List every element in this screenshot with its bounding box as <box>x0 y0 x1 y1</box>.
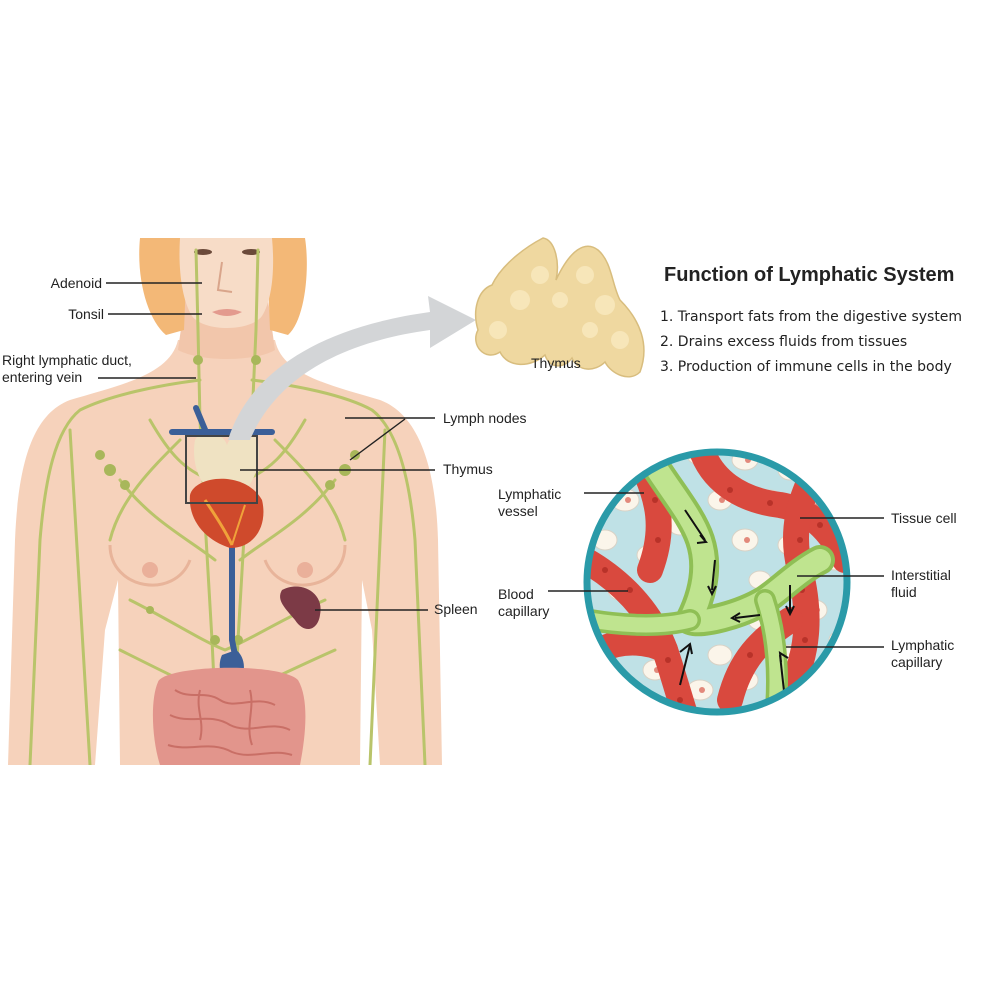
right-eye <box>242 249 260 255</box>
thymus-label: Thymus <box>443 461 493 477</box>
lymphatic-capillary-line-2: capillary <box>891 654 943 670</box>
lymph-nodes-label: Lymph nodes <box>443 410 527 426</box>
lymphatic-capillary-label: Lymphatic capillary <box>891 637 954 671</box>
interstitial-fluid-line-2: fluid <box>891 584 917 600</box>
right-lymphatic-duct-label: Right lymphatic duct, entering vein <box>2 352 132 386</box>
right-lymphatic-duct-line-2: entering vein <box>2 369 83 385</box>
function-item-2: 2. Drains excess fluids from tissues <box>660 334 908 350</box>
torso <box>8 340 442 765</box>
breast-right <box>263 544 347 587</box>
tissue-cell-label: Tissue cell <box>891 510 957 526</box>
human-body <box>8 238 442 765</box>
adenoid-label: Adenoid <box>50 275 102 291</box>
lymphatic-vessel-label: Lymphatic vessel <box>498 486 561 520</box>
spleen-organ <box>280 586 321 630</box>
interstitial-fluid-line-1: Interstitial <box>891 567 951 583</box>
function-item-1: 1. Transport fats from the digestive sys… <box>660 309 963 325</box>
function-title: Function of Lymphatic System <box>664 264 955 286</box>
right-lymphatic-duct-line-1: Right lymphatic duct, <box>2 352 132 368</box>
breast-left <box>108 544 192 587</box>
thymus-zoom-arrow <box>228 296 476 440</box>
tonsil-label: Tonsil <box>68 306 104 322</box>
function-item-3: 3. Production of immune cells in the bod… <box>660 359 952 375</box>
lymphatic-capillaries <box>587 452 835 712</box>
heart <box>189 478 264 548</box>
blood-capillary-line-1: Blood <box>498 586 534 602</box>
thymus-inset-illustration <box>474 237 645 378</box>
lymphatic-vessel-line-2: vessel <box>498 503 538 519</box>
face <box>179 238 274 328</box>
interstitial-fluid-label: Interstitial fluid <box>891 567 951 601</box>
blood-capillary-label: Blood capillary <box>498 586 549 620</box>
blood-capillary-line-2: capillary <box>498 603 550 619</box>
inset-thymus-label: Thymus <box>531 355 581 371</box>
nose <box>216 261 233 293</box>
tissue-magnified-view <box>583 448 851 716</box>
leader-lines <box>98 282 884 648</box>
left-eye <box>194 249 212 255</box>
lymphatic-vessel-line-1: Lymphatic <box>498 486 562 502</box>
intestines <box>152 667 306 765</box>
flow-arrows <box>679 509 795 701</box>
lymphatic-capillary-line-1: Lymphatic <box>891 637 955 653</box>
spleen-label: Spleen <box>434 601 478 617</box>
mouth <box>212 309 242 316</box>
